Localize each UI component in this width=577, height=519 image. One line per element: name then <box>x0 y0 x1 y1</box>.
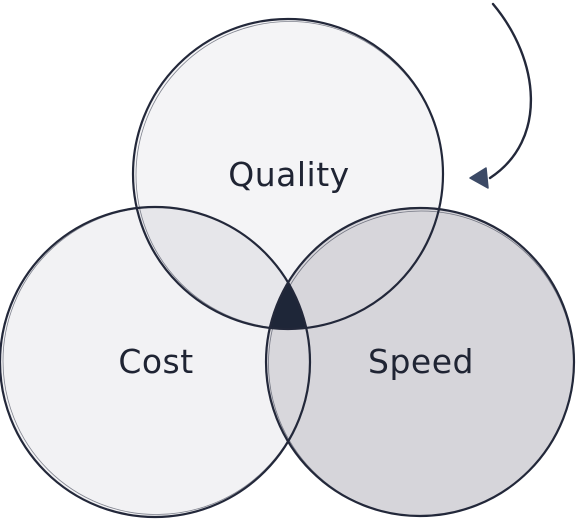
curved-arrow-line <box>488 2 533 180</box>
quality-cost-overlap <box>133 207 310 329</box>
cost-label: Cost <box>118 342 193 381</box>
speed-label: Speed <box>368 342 474 381</box>
quality-label: Quality <box>228 155 349 194</box>
speed-circle-outline-sketch <box>268 210 574 517</box>
curved-arrow-head-icon <box>469 167 489 189</box>
cost-circle-outline-sketch <box>2 207 311 515</box>
circle-outlines <box>0 17 576 519</box>
curved-arrow <box>469 2 533 189</box>
quality-speed-overlap <box>266 208 443 329</box>
quality-circle-outline-sketch <box>135 21 444 329</box>
